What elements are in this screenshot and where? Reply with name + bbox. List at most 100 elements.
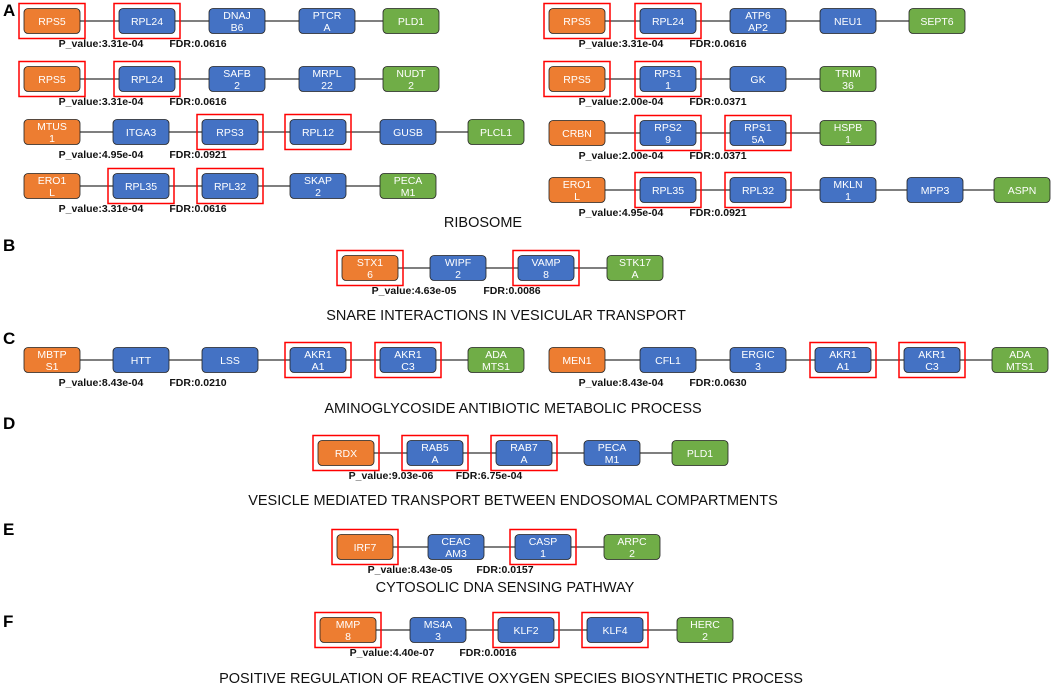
fdr-label: FDR:0.0371 xyxy=(689,96,746,108)
panel-label-c: C xyxy=(3,329,15,348)
gene-node-box xyxy=(548,347,606,373)
gene-node-box xyxy=(583,440,641,466)
gene-node-label: HTT xyxy=(131,355,152,367)
highlight-box xyxy=(509,528,577,566)
highlight-box xyxy=(724,171,792,209)
highlight-box xyxy=(634,2,702,40)
gene-node-box xyxy=(382,8,440,34)
highlight-box xyxy=(492,611,560,649)
gene-node-box xyxy=(427,534,485,560)
highlight-box xyxy=(107,167,175,205)
gene-node-box xyxy=(729,177,787,203)
highlight-box xyxy=(18,2,86,40)
gene-node-box xyxy=(993,177,1051,203)
gene-node-label: RPS5 xyxy=(38,16,66,28)
highlight-box xyxy=(724,114,792,152)
p-value-label: P_value:8.43e-05 xyxy=(368,564,453,576)
highlight-box xyxy=(581,611,649,649)
gene-node-label: GUSB xyxy=(393,127,423,139)
gene-node: LSS xyxy=(201,347,259,373)
highlight-box xyxy=(331,528,399,566)
gene-node-box xyxy=(379,173,437,199)
gene-node: RPL24 xyxy=(113,2,181,40)
highlight-box xyxy=(196,113,264,151)
gene-node-box xyxy=(409,617,467,643)
gene-node-box xyxy=(23,8,81,34)
gene-node-label: PLCL1 xyxy=(480,127,512,139)
gene-node: RPL32 xyxy=(724,171,792,209)
gene-node: RDX xyxy=(312,434,380,472)
p-value-label: P_value:3.31e-04 xyxy=(579,38,664,50)
gene-node-box xyxy=(586,617,644,643)
highlight-box xyxy=(196,167,264,205)
gene-node-label: ITGA3 xyxy=(126,127,157,139)
gene-node-box xyxy=(406,440,464,466)
p-value-label: P_value:3.31e-04 xyxy=(59,96,144,108)
gene-node-box xyxy=(23,66,81,92)
p-value-label: P_value:3.31e-04 xyxy=(59,203,144,215)
highlight-box xyxy=(401,434,469,472)
gene-node-box xyxy=(676,617,734,643)
gene-node: MEN1 xyxy=(548,347,606,373)
gene-node-box xyxy=(819,66,877,92)
gene-node-box xyxy=(317,440,375,466)
gene-node-box xyxy=(497,617,555,643)
gene-node: KLF2 xyxy=(492,611,560,649)
gene-node: ITGA3 xyxy=(112,119,170,145)
gene-node-box xyxy=(201,119,259,145)
gene-node-label: RPL24 xyxy=(131,74,163,86)
gene-node-label: RDX xyxy=(335,448,357,460)
highlight-box xyxy=(336,249,404,287)
gene-node-box xyxy=(819,120,877,146)
gene-node-box xyxy=(814,347,872,373)
gene-node-box xyxy=(289,119,347,145)
fdr-label: FDR:0.0157 xyxy=(476,564,533,576)
gene-node-box xyxy=(671,440,729,466)
gene-node-box xyxy=(729,8,787,34)
fdr-label: FDR:0.0921 xyxy=(169,149,226,161)
gene-node-label: RPL24 xyxy=(652,16,684,28)
gene-node-label: MEN1 xyxy=(562,355,591,367)
gene-node: RPS5 xyxy=(18,60,86,98)
gene-node: RPS5 xyxy=(18,2,86,40)
gene-node-box xyxy=(289,347,347,373)
highlight-box xyxy=(314,611,382,649)
gene-node-box xyxy=(23,119,81,145)
